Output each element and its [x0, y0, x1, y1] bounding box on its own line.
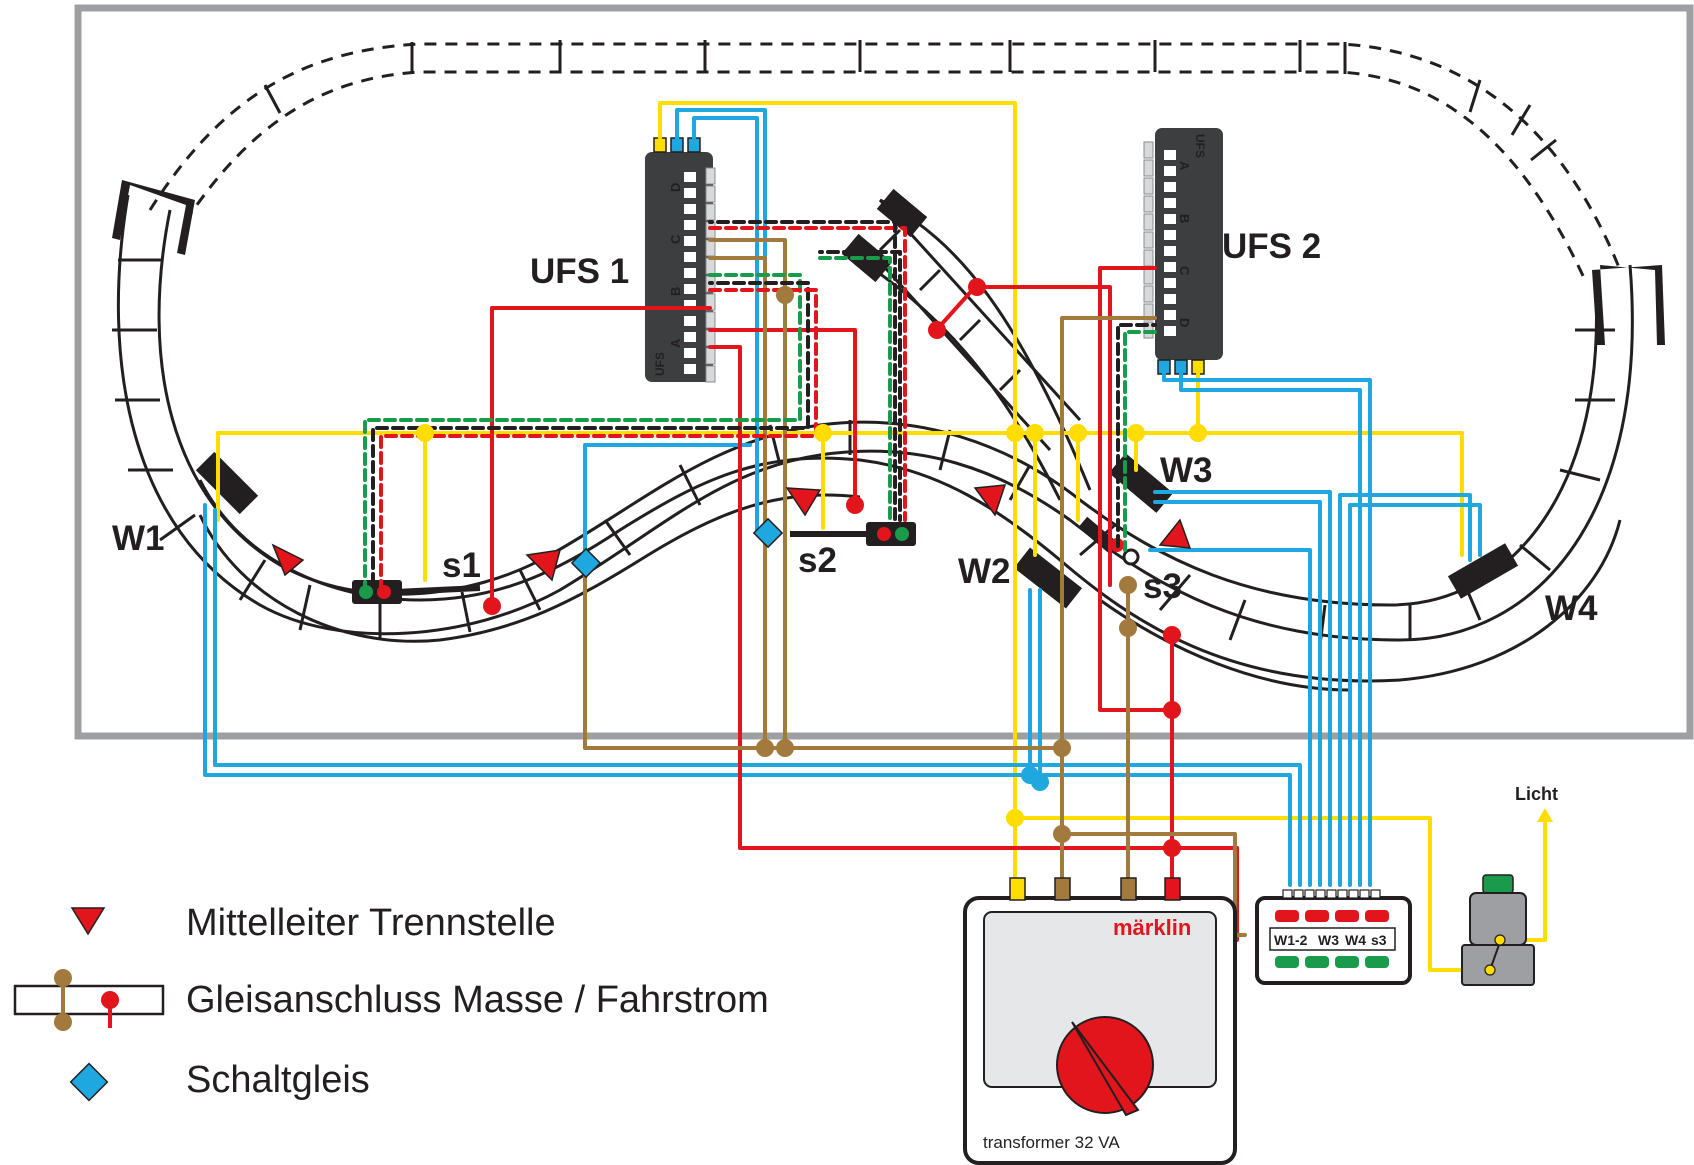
cp-green-button-4[interactable]	[1365, 956, 1389, 968]
signal-label-s1: s1	[442, 546, 481, 585]
legend-ground-icon	[54, 969, 72, 987]
ufs1-port-d: D	[668, 183, 683, 192]
turnout-label-w2: W2	[958, 552, 1011, 591]
signal-label-s2: s2	[798, 541, 837, 580]
transformer-brand: märklin	[1113, 915, 1191, 940]
turnout-motor-w4	[1447, 543, 1519, 599]
cp-label-w4: W4	[1345, 932, 1366, 948]
contact-tracks	[570, 517, 784, 579]
turnout-label-w4: W4	[1545, 589, 1598, 628]
transformer: märklin transformer 32 VA	[963, 877, 1237, 1165]
track-ties	[112, 228, 1615, 646]
cp-label-w12: W1-2	[1274, 932, 1308, 948]
light-switch[interactable]	[1461, 874, 1535, 986]
ufs1-port-b: B	[668, 287, 683, 296]
junctions	[416, 278, 1207, 857]
hidden-track	[148, 42, 1622, 281]
ufs1-port-a: A	[668, 338, 683, 348]
control-panel: W1-2 W3 W4 s3	[1255, 889, 1412, 985]
legend-contact-text: Schaltgleis	[186, 1059, 370, 1101]
layout-board	[74, 4, 1694, 740]
legend-power-icon	[101, 991, 119, 1009]
hidden-track-ties	[263, 40, 1557, 162]
wires-blue	[203, 108, 1482, 887]
cp-green-button-2[interactable]	[1305, 956, 1329, 968]
cp-red-button-1[interactable]	[1275, 910, 1299, 922]
buffer-left	[112, 180, 195, 255]
cp-green-button-1[interactable]	[1275, 956, 1299, 968]
cp-green-button-3[interactable]	[1335, 956, 1359, 968]
ufs1-small-label: UFS	[653, 352, 667, 376]
ufs2-port-c: C	[1177, 266, 1192, 276]
turnout-label-w3: W3	[1160, 451, 1213, 490]
ufs2-module: A B C D UFS	[1143, 128, 1223, 375]
transformer-model: transformer 32 VA	[983, 1133, 1120, 1152]
ufs2-label: UFS 2	[1222, 227, 1321, 266]
light-arrow	[1537, 808, 1553, 822]
transformer-pointer	[1071, 1021, 1140, 1117]
light-label: Licht	[1515, 784, 1558, 804]
ufs1-port-c: C	[668, 234, 683, 244]
signal-label-s3: s3	[1143, 567, 1182, 606]
wires-multi	[363, 220, 1157, 592]
cp-label-s3: s3	[1371, 932, 1387, 948]
separation-markers	[271, 484, 1192, 582]
legend-contact-icon	[69, 1062, 109, 1102]
turnout-motor-upper1	[876, 188, 928, 238]
cp-red-button-2[interactable]	[1305, 910, 1329, 922]
legend: Mittelleiter Trennstelle Gleisanschluss …	[13, 902, 769, 1102]
legend-separation-text: Mittelleiter Trennstelle	[186, 902, 556, 944]
cp-red-button-4[interactable]	[1365, 910, 1389, 922]
turnout-motor-w2	[1013, 547, 1083, 609]
turnout-motor-w1	[195, 451, 259, 515]
buffer-right	[1592, 265, 1665, 345]
legend-connection-text: Gleisanschluss Masse / Fahrstrom	[186, 979, 769, 1021]
wires-brown	[583, 238, 1247, 937]
ufs2-port-b: B	[1177, 214, 1192, 223]
ufs1-module: A B C D UFS	[645, 137, 716, 383]
turnout-label-w1: W1	[112, 519, 165, 558]
legend-separation-icon	[70, 907, 106, 936]
ufs2-port-d: D	[1177, 318, 1192, 327]
ufs2-small-label: UFS	[1193, 134, 1207, 158]
ufs2-port-a: A	[1177, 161, 1192, 171]
cp-label-w3: W3	[1318, 932, 1339, 948]
ufs1-label: UFS 1	[530, 252, 629, 291]
cp-red-button-3[interactable]	[1335, 910, 1359, 922]
signal-s2	[790, 522, 916, 546]
